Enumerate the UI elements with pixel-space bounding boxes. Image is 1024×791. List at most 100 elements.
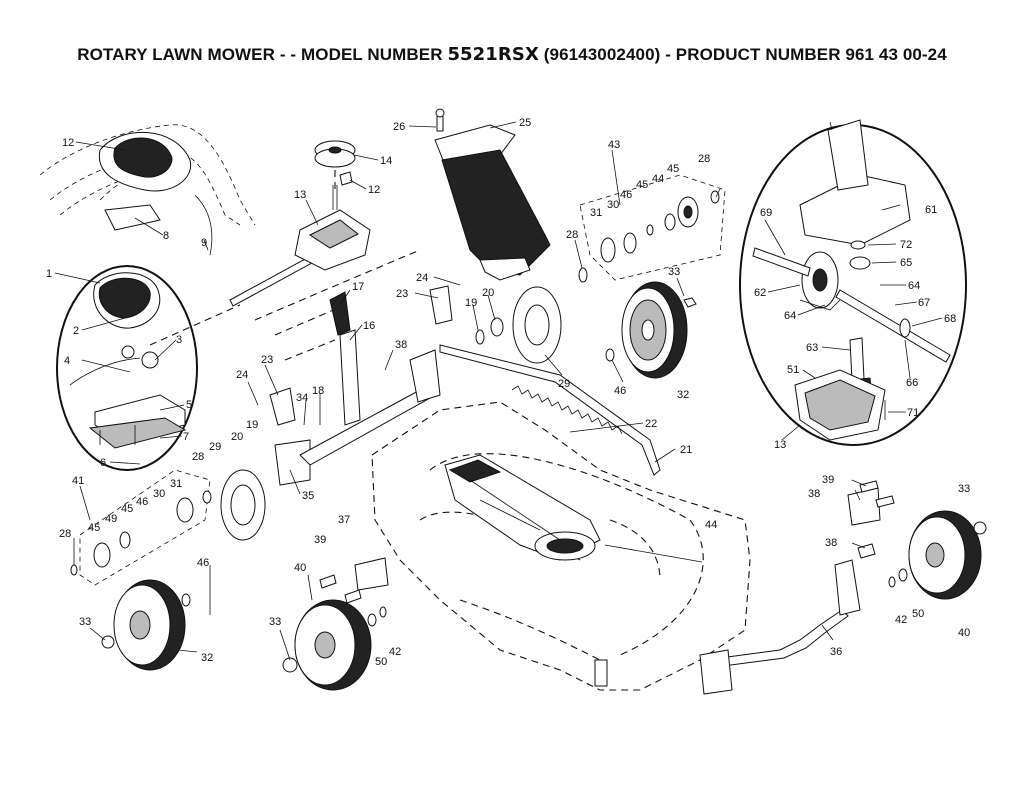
left-drive-gear-icon <box>93 542 111 568</box>
grip-icon <box>113 137 173 178</box>
callout-33-left-front: 33 <box>269 616 281 628</box>
callout-18: 16 <box>363 320 375 332</box>
callout-46-left: 46 <box>136 496 148 508</box>
callout-64: 63 <box>806 342 818 354</box>
callout-29-left: 29 <box>209 441 221 453</box>
title-model-number: 5521RSX <box>447 44 539 65</box>
callout-71: 71 <box>907 407 919 419</box>
callout-42-right: 42 <box>895 614 907 626</box>
leader-lines <box>54 121 943 661</box>
gearbox-axle-shaft <box>835 289 951 363</box>
callout-24-center: 24 <box>416 272 428 284</box>
center-gear-assembly <box>475 174 726 364</box>
callout-17: 22 <box>645 418 657 430</box>
callout-70: 69 <box>760 207 772 219</box>
callout-30-left: 30 <box>153 488 165 500</box>
callout-14: 14 <box>380 155 392 167</box>
callout-16: 21 <box>680 444 692 456</box>
callout-47-left: 46 <box>197 557 209 569</box>
callout-22-left: 20 <box>231 431 243 443</box>
gearbox-detail-circle <box>739 119 967 446</box>
callout-39-center: 38 <box>395 339 407 351</box>
title-suffix: (96143002400) - PRODUCT NUMBER 961 43 00… <box>538 45 947 64</box>
callout-8: 8 <box>163 230 169 242</box>
callout-45-left: 45 <box>121 503 133 515</box>
callout-30-center: 30 <box>607 199 619 211</box>
callout-23-center: 23 <box>396 288 408 300</box>
lever-handle-icon <box>329 291 351 336</box>
spring <box>511 385 623 435</box>
height-adjust-levers <box>269 285 661 486</box>
callout-24-left: 24 <box>236 369 248 381</box>
callout-65-right: 64 <box>908 280 920 292</box>
callout-25: 25 <box>519 117 531 129</box>
callout-37-right: 38 <box>808 488 820 500</box>
control-detail-circle <box>56 265 198 471</box>
callout-10: 12 <box>62 137 74 149</box>
callout-26: 26 <box>393 121 405 133</box>
callout-45-center: 45 <box>636 179 648 191</box>
callout-28-center-top: 28 <box>698 153 710 165</box>
callout-32-center: 32 <box>677 389 689 401</box>
callout-1: 1 <box>46 268 52 280</box>
callout-19: 17 <box>352 281 364 293</box>
callout-65-left: 64 <box>784 310 796 322</box>
callout-20: 18 <box>312 385 324 397</box>
control-bail-icon <box>98 277 151 319</box>
rear-flap-bracket <box>594 659 608 687</box>
front-left-wheel <box>282 557 389 691</box>
rear-right-wheel <box>605 281 697 379</box>
callout-62: 61 <box>925 204 937 216</box>
callout-9: 9 <box>201 237 207 249</box>
callout-47-center: 46 <box>614 385 626 397</box>
callout-46-center: 46 <box>620 189 632 201</box>
callout-29-center: 29 <box>558 378 570 390</box>
callout-33-center: 33 <box>668 266 680 278</box>
callout-5: 5 <box>186 399 192 411</box>
callout-33-right: 33 <box>958 483 970 495</box>
callout-44: 44 <box>705 519 717 531</box>
front-axle <box>699 559 861 695</box>
callout-72: 72 <box>900 239 912 251</box>
callout-4: 4 <box>64 355 70 367</box>
callout-69: 68 <box>944 313 956 325</box>
callout-31-center: 31 <box>590 207 602 219</box>
callout-51-right: 50 <box>912 608 924 620</box>
callout-40-left: 40 <box>294 562 306 574</box>
callout-61: 51 <box>787 364 799 376</box>
callout-43: 43 <box>608 139 620 151</box>
callout-51-left: 50 <box>375 656 387 668</box>
callout-38-left: 39 <box>314 534 326 546</box>
callout-48: 44 <box>652 173 664 185</box>
callout-37-left: 37 <box>338 514 350 526</box>
callout-28-left: 28 <box>59 528 71 540</box>
rear-axle-rod <box>439 344 661 476</box>
callout-labels: 12 8 9 1 2 4 3 5 7 6 14 12 13 26 25 17 1… <box>46 117 970 668</box>
callout-66: 65 <box>900 257 912 269</box>
callout-34: 34 <box>296 392 308 404</box>
drive-shaft-assembly <box>149 140 421 361</box>
callout-21-center: 19 <box>465 297 477 309</box>
callout-67: 66 <box>906 377 918 389</box>
grass-catcher-bag <box>434 108 551 281</box>
front-right-wheel <box>847 480 987 600</box>
callout-6: 6 <box>100 457 106 469</box>
handle-assembly <box>39 124 256 256</box>
callout-22-center: 20 <box>482 287 494 299</box>
callout-63: 62 <box>754 287 766 299</box>
callout-42-left: 42 <box>389 646 401 658</box>
callout-50: 49 <box>105 513 117 525</box>
cable-clip <box>104 204 161 231</box>
callout-40-right: 40 <box>958 627 970 639</box>
callout-2: 2 <box>73 325 79 337</box>
callout-13: 13 <box>294 189 306 201</box>
callout-23-left: 23 <box>261 354 273 366</box>
callout-39-right: 38 <box>825 537 837 549</box>
callout-33-left: 33 <box>79 616 91 628</box>
diagram-title: ROTARY LAWN MOWER - - MODEL NUMBER 5521R… <box>0 44 1024 65</box>
callout-21-left: 19 <box>246 419 258 431</box>
title-prefix: ROTARY LAWN MOWER - - MODEL NUMBER <box>77 45 448 64</box>
callout-31-left: 31 <box>170 478 182 490</box>
callout-12: 12 <box>368 184 380 196</box>
